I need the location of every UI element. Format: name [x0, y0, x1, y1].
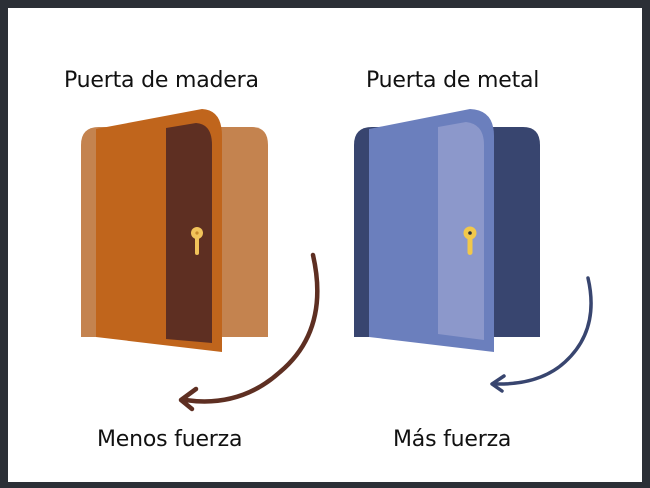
metal-door-caption: Más fuerza — [393, 427, 512, 452]
wood-arrow-icon — [182, 252, 320, 404]
wood-door-caption: Menos fuerza — [97, 427, 243, 452]
wood-door-title: Puerta de madera — [64, 68, 259, 93]
metal-arrow-icon — [493, 276, 593, 386]
metal-door-icon — [354, 109, 540, 352]
metal-door-title: Puerta de metal — [366, 68, 540, 93]
wood-door-icon — [81, 109, 268, 352]
